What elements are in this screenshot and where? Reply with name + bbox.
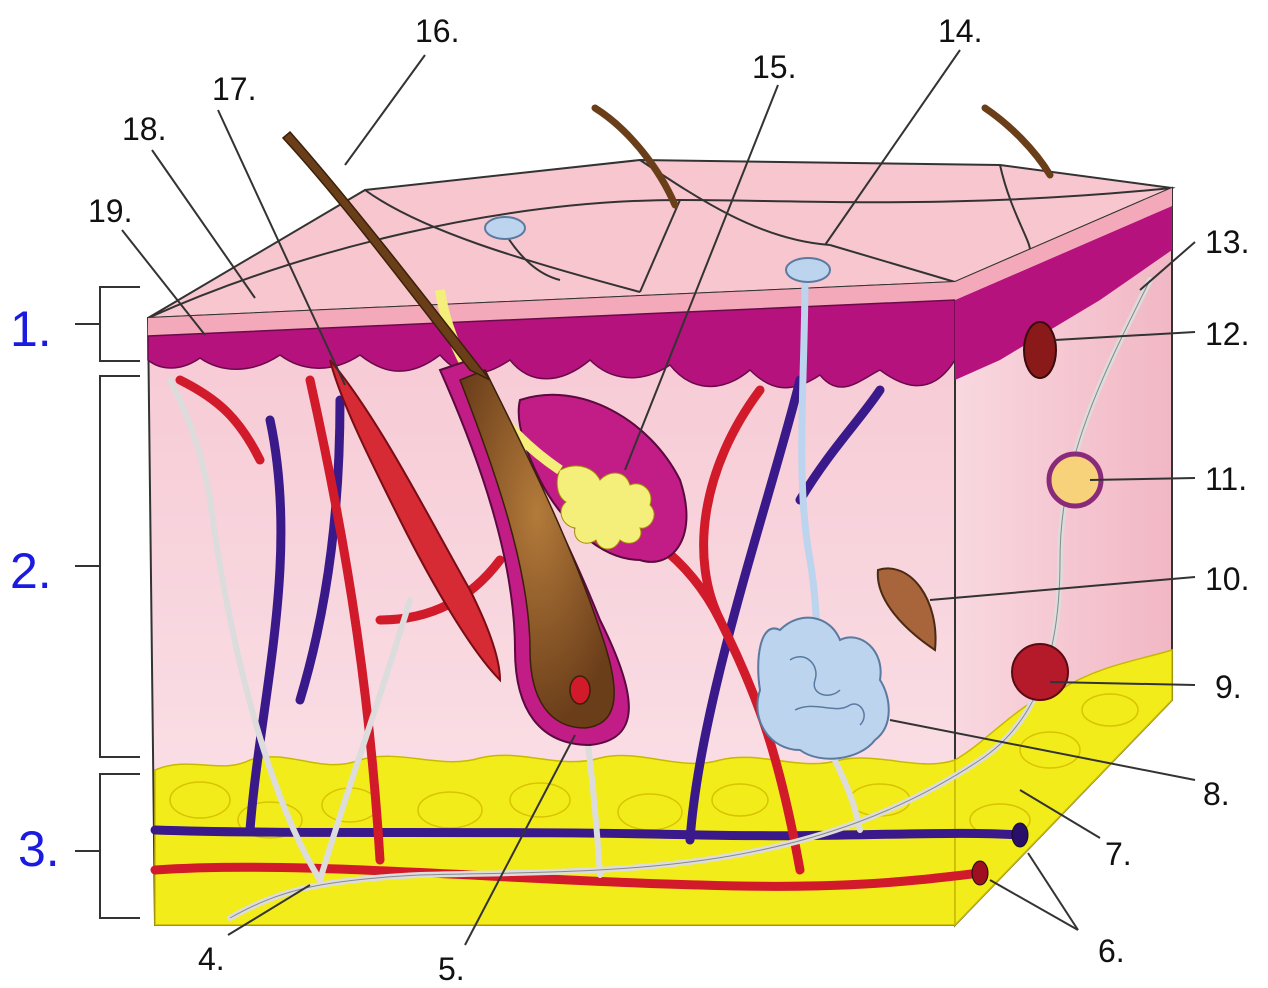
label-11: 11.	[1205, 461, 1247, 497]
layer-label-1: 1.	[10, 301, 52, 357]
label-6: 6.	[1098, 933, 1125, 969]
label-19: 19.	[88, 193, 132, 229]
label-9: 9.	[1215, 669, 1242, 705]
label-10: 10.	[1205, 561, 1249, 597]
label-7: 7.	[1105, 836, 1132, 872]
label-18: 18.	[122, 111, 166, 147]
label-17: 17.	[212, 71, 256, 107]
label-15: 15.	[752, 49, 796, 85]
label-5: 5.	[438, 951, 465, 987]
label-13: 13.	[1205, 224, 1249, 260]
label-8: 8.	[1203, 776, 1230, 812]
label-4: 4.	[198, 941, 225, 977]
label-12: 12.	[1205, 316, 1249, 352]
label-14: 14.	[938, 13, 982, 49]
layer-label-2: 2.	[10, 543, 52, 599]
layer-label-3: 3.	[18, 821, 60, 877]
label-16: 16.	[415, 13, 459, 49]
